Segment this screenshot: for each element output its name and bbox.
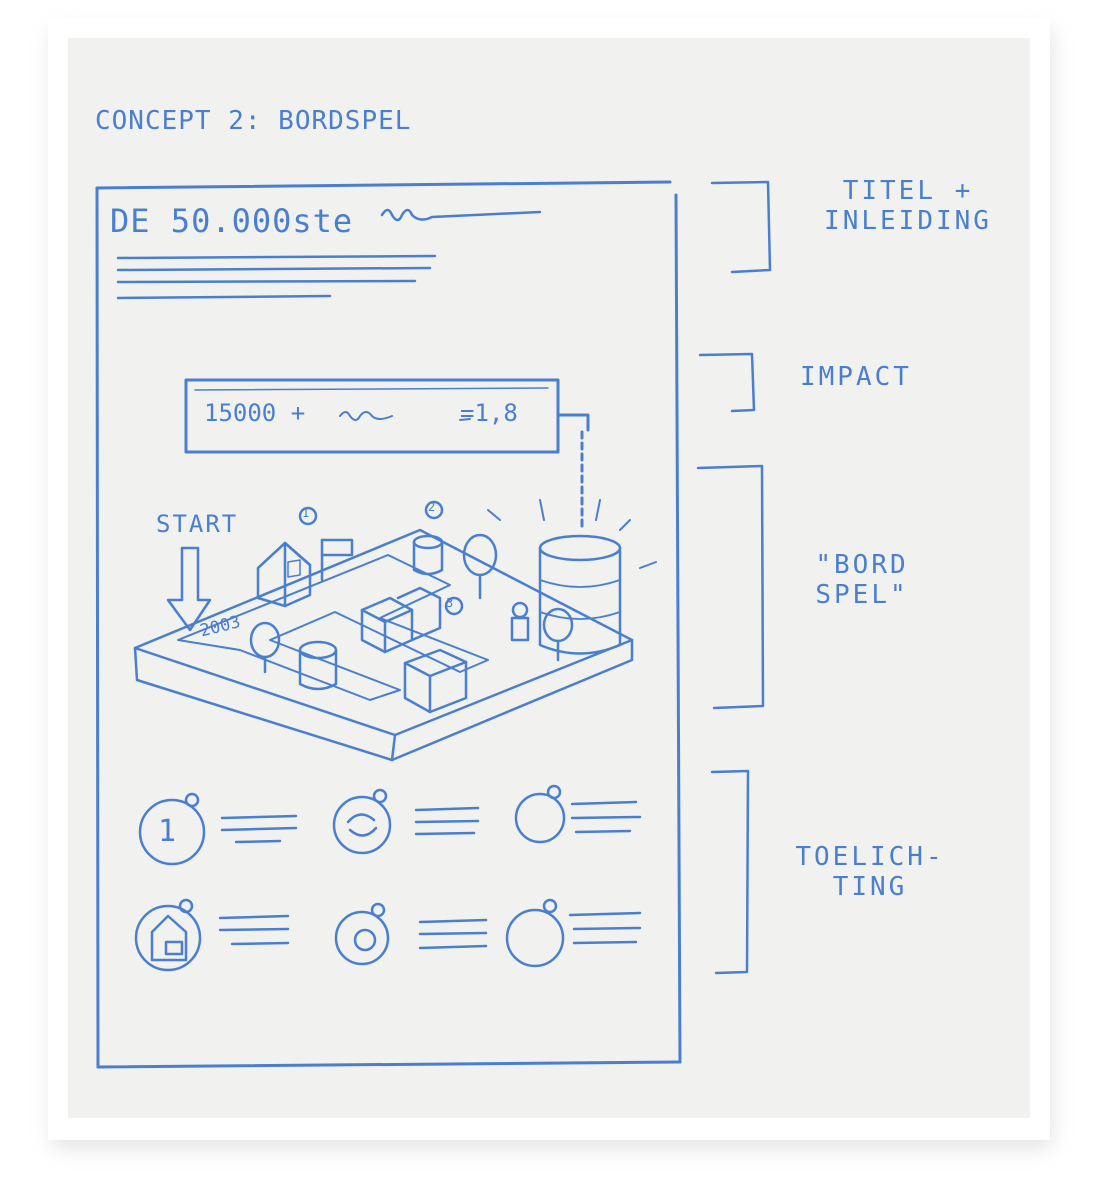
legend-items <box>134 784 642 972</box>
board-marker-1: 1 <box>302 506 312 520</box>
annotation-bordspel: "BORD SPEL" <box>815 550 909 610</box>
annotation-impact: IMPACT <box>800 362 912 392</box>
annotation-titel-inleiding: TITEL + INLEIDING <box>824 176 992 236</box>
page-frame <box>95 180 682 1069</box>
impact-connector <box>556 413 590 532</box>
legend-number-1: 1 <box>158 814 177 849</box>
impact-stat-right: =1,8 <box>460 399 518 427</box>
board-game-illustration <box>133 499 657 762</box>
section-brackets <box>696 180 772 975</box>
board-marker-2: 2 <box>428 500 438 514</box>
board-start-label: START <box>156 510 239 538</box>
annotation-toelichting: TOELICH- TING <box>795 842 945 902</box>
concept-title: CONCEPT 2: BORDSPEL <box>95 106 412 136</box>
impact-stat-left: 15000 + <box>204 399 306 427</box>
intro-text-lines <box>116 208 542 300</box>
start-arrow <box>166 546 212 632</box>
sketch-sheet <box>68 38 1030 1118</box>
board-marker-3: 3 <box>446 596 456 610</box>
page-heading: DE 50.000ste <box>110 202 354 240</box>
